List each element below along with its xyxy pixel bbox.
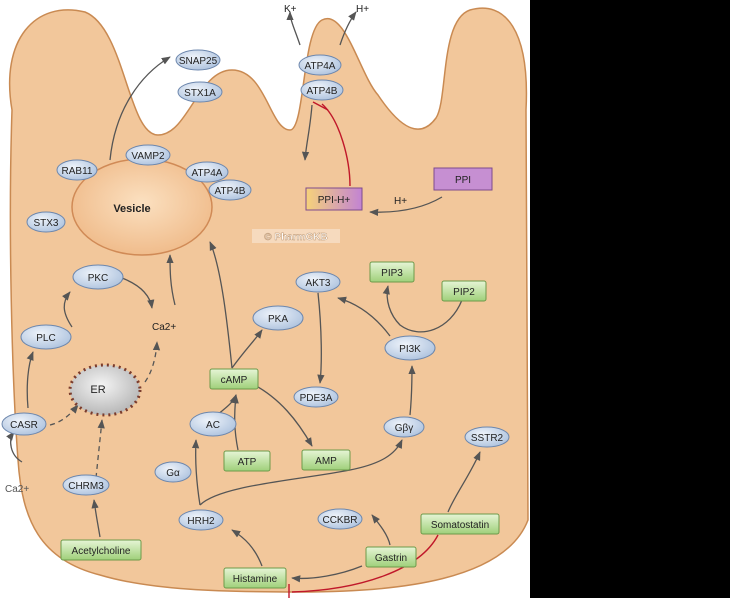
stx3-label: STX3 — [33, 218, 58, 229]
vamp2-node: VAMP2 — [125, 144, 171, 166]
akt3-node: AKT3 — [295, 271, 341, 293]
acetylcholine-label: Acetylcholine — [72, 546, 131, 557]
hrh2-label: HRH2 — [187, 516, 215, 527]
gastrin-label: Gastrin — [375, 553, 407, 564]
somatostatin-label: Somatostatin — [431, 520, 489, 531]
histamine-label: Histamine — [233, 574, 278, 585]
gbg-node: Gβγ — [383, 416, 425, 438]
cckbr-label: CCKBR — [322, 515, 357, 526]
atp4a-membrane-label: ATP4A — [305, 61, 336, 72]
ac-label: AC — [206, 420, 220, 431]
gbg-label: Gβγ — [395, 423, 414, 434]
cckbr-node: CCKBR — [317, 508, 363, 530]
gastrin-node: Gastrin — [365, 546, 417, 568]
drugs: PPI PPI-H+ — [305, 167, 493, 211]
plc-node: PLC — [20, 324, 72, 350]
atp4b-membrane-label: ATP4B — [307, 86, 338, 97]
sstr2-node: SSTR2 — [464, 426, 510, 448]
chrm3-label: CHRM3 — [68, 481, 104, 492]
acetylcholine-node: Acetylcholine — [60, 539, 142, 561]
atp4a-vesicle-node: ATP4A — [185, 161, 229, 183]
camp-node: cAMP — [209, 368, 259, 390]
molecules: PIP3 PIP2 cAMP ATP AMP Acetylcholine His… — [60, 261, 500, 589]
ppi-h-node: PPI-H+ — [305, 187, 363, 211]
proteins: SNAP25 STX1A ATP4A ATP4B RAB11 VAMP2 ATP… — [1, 49, 510, 531]
stx3-node: STX3 — [26, 211, 66, 233]
akt3-label: AKT3 — [305, 278, 330, 289]
watermark-text: © PharmGKB — [264, 232, 328, 243]
proton-mid-label: H+ — [394, 196, 407, 207]
rab11-node: RAB11 — [56, 159, 98, 181]
calcium-in-label: Ca2+ — [152, 322, 176, 333]
stx1a-label: STX1A — [184, 88, 216, 99]
camp-label: cAMP — [221, 375, 248, 386]
pip2-label: PIP2 — [453, 287, 475, 298]
pi3k-label: PI3K — [399, 344, 421, 355]
ac-node: AC — [189, 411, 237, 437]
atp4a-membrane-node: ATP4A — [298, 54, 342, 76]
pip3-label: PIP3 — [381, 268, 403, 279]
atp-label: ATP — [238, 457, 257, 468]
pde3a-label: PDE3A — [300, 393, 333, 404]
calcium-out-label: Ca2+ — [5, 484, 29, 495]
pkc-node: PKC — [72, 264, 124, 290]
pi3k-node: PI3K — [384, 335, 436, 361]
snap25-node: SNAP25 — [175, 49, 221, 71]
sstr2-label: SSTR2 — [471, 433, 504, 444]
hrh2-node: HRH2 — [178, 509, 224, 531]
pkc-label: PKC — [88, 273, 109, 284]
inhibition-edges — [288, 101, 439, 598]
pde3a-node: PDE3A — [293, 386, 339, 408]
atp-node: ATP — [223, 450, 271, 472]
casr-node: CASR — [1, 412, 47, 436]
atp4b-vesicle-label: ATP4B — [215, 186, 246, 197]
amp-label: AMP — [315, 456, 337, 467]
pka-node: PKA — [252, 305, 304, 331]
potassium-ion-label: K+ — [284, 4, 297, 15]
ppi-node: PPI — [433, 167, 493, 191]
er-label: ER — [90, 384, 105, 396]
watermark: © PharmGKB — [252, 229, 340, 243]
vesicle-label: Vesicle — [113, 203, 150, 215]
right-black-margin — [530, 0, 730, 598]
pip2-node: PIP2 — [441, 280, 487, 302]
proton-top-label: H+ — [356, 4, 369, 15]
snap25-label: SNAP25 — [179, 56, 218, 67]
ga-label: Gα — [166, 468, 180, 479]
endoplasmic-reticulum — [68, 363, 142, 417]
rab11-label: RAB11 — [62, 166, 93, 177]
casr-label: CASR — [10, 420, 38, 431]
free-labels: K+ H+ H+ Ca2+ Ca2+ — [5, 4, 407, 495]
ga-node: Gα — [154, 461, 192, 483]
chrm3-node: CHRM3 — [62, 474, 110, 496]
atp4a-vesicle-label: ATP4A — [192, 168, 223, 179]
vamp2-label: VAMP2 — [131, 151, 165, 162]
somatostatin-node: Somatostatin — [420, 513, 500, 535]
plc-label: PLC — [36, 333, 55, 344]
ppi-h-label: PPI-H+ — [318, 195, 351, 206]
pka-label: PKA — [268, 314, 288, 325]
dashed-edges — [49, 341, 161, 479]
pip3-node: PIP3 — [369, 261, 415, 283]
stx1a-node: STX1A — [177, 81, 223, 103]
atp4b-vesicle-node: ATP4B — [208, 179, 252, 201]
histamine-node: Histamine — [223, 567, 287, 589]
ppi-label: PPI — [455, 175, 471, 186]
amp-node: AMP — [301, 449, 351, 471]
atp4b-membrane-node: ATP4B — [300, 79, 344, 101]
